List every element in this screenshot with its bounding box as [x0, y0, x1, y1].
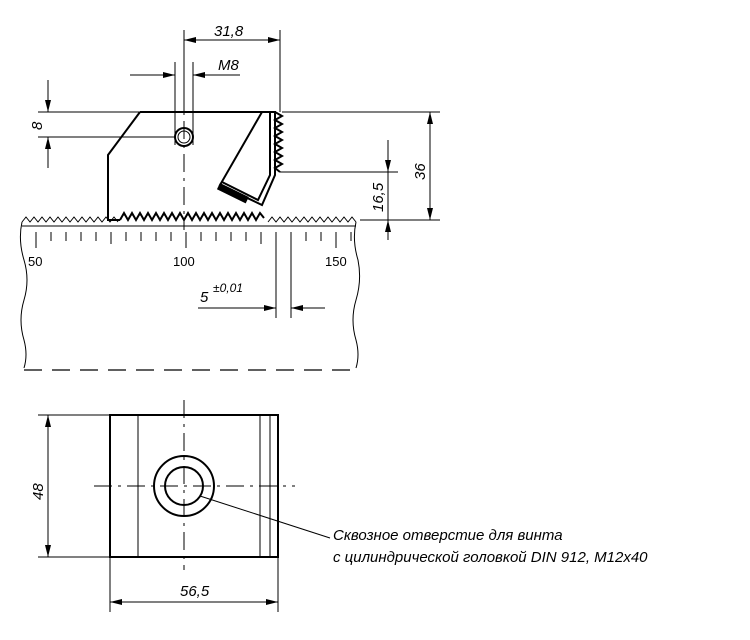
- dim-thread: M8: [130, 57, 240, 145]
- dim-width-bottom: 56,5: [109, 557, 279, 612]
- dim-label-height-total: 36: [412, 163, 429, 180]
- dim-width-top: 31,8: [183, 23, 281, 112]
- note-line-2: с цилиндрической головкой DIN 912, M12x4…: [333, 549, 648, 566]
- note-group: Сквозное отверстие для винта с цилиндрич…: [199, 495, 648, 566]
- clamp-slot: [221, 111, 271, 202]
- clamp-bottom-teeth: [119, 210, 265, 223]
- clamp-plan-view: [94, 400, 295, 570]
- base-top-edge: [21, 216, 357, 223]
- clamp-side-view: [107, 55, 285, 230]
- dim-pitch: 5 ±0,01: [198, 241, 325, 318]
- scale-label-150: 150: [325, 254, 347, 269]
- scale-ticks: [35, 232, 352, 248]
- clamp-right-teeth: [272, 111, 285, 173]
- dim-height-total: 36: [282, 111, 440, 221]
- dim-depth: 48: [30, 414, 110, 558]
- scale-label-100: 100: [173, 254, 195, 269]
- dim-label-pitch-tolerance: ±0,01: [213, 281, 243, 295]
- clamp-outline: [107, 111, 276, 221]
- dim-label-width-bottom: 56,5: [180, 583, 210, 600]
- dim-height-left: 8: [29, 80, 175, 168]
- dim-label-height-left: 8: [29, 121, 46, 130]
- base-break-right: [352, 221, 361, 369]
- dim-label-width-top: 31,8: [214, 23, 244, 40]
- dim-label-depth: 48: [30, 483, 47, 500]
- scale-label-50: 50: [28, 254, 42, 269]
- leader-line: [199, 495, 331, 539]
- base-plate: 50 100 150: [19, 216, 361, 371]
- dim-label-pitch: 5: [200, 289, 209, 306]
- dim-label-thread: M8: [218, 57, 239, 74]
- dim-height-teeth: 16,5: [280, 140, 398, 240]
- dim-label-height-teeth: 16,5: [370, 182, 387, 212]
- slot-insert: [216, 182, 249, 204]
- base-break-left: [19, 221, 28, 369]
- note-line-1: Сквозное отверстие для винта: [333, 527, 563, 544]
